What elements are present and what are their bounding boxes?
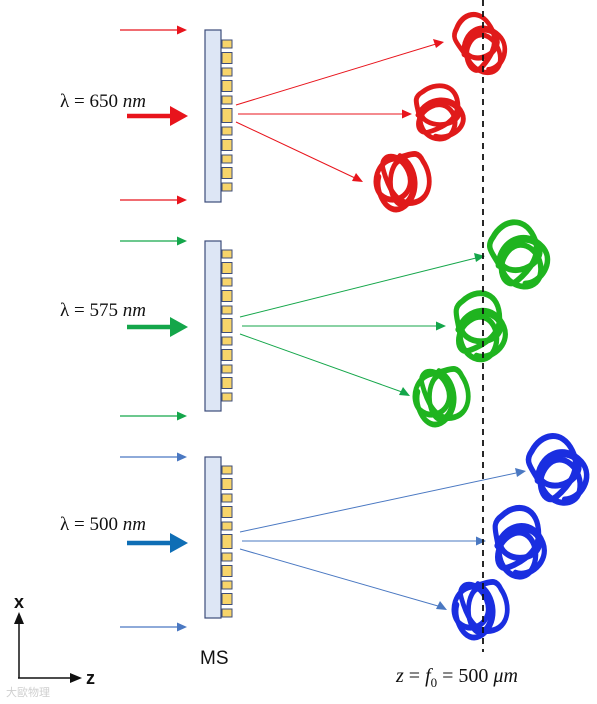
incident-ray-bottom-head	[177, 411, 187, 421]
metasurface-pillar	[221, 349, 233, 361]
metasurface-pillar	[221, 39, 233, 49]
diffracted-ray-up-head	[433, 39, 444, 48]
diffracted-ray-up	[239, 472, 517, 533]
row-650nm: λ = 650 nm	[60, 7, 513, 210]
row-575nm: λ = 575 nm	[60, 215, 555, 425]
metasurface-pillar	[221, 506, 233, 518]
knot-575-middle	[456, 293, 505, 359]
metasurface-pillar	[221, 139, 233, 151]
metasurface-pillar	[221, 580, 233, 590]
metasurface-panel-2	[204, 240, 233, 412]
diffracted-ray-center-head	[436, 321, 446, 331]
knot-575-bottom	[415, 369, 468, 425]
wavelength-label-650: λ = 650 nm	[60, 91, 146, 112]
metasurface-pillar	[221, 249, 233, 259]
metasurface-pillar	[221, 290, 233, 302]
watermark: 大歐物理	[6, 685, 50, 699]
metasurface-pillar	[221, 493, 233, 503]
metasurface-pillar	[221, 377, 233, 389]
knot-650-top	[448, 7, 513, 80]
metasurface-pillar	[221, 608, 233, 618]
knot-650-bottom	[376, 154, 429, 210]
diffracted-ray-down	[239, 333, 403, 393]
wavelength-label-575: λ = 575 nm	[60, 300, 146, 321]
metasurface-pillar	[221, 80, 233, 92]
metasurface-label: MS	[200, 648, 229, 669]
incident-beam-main-head	[170, 533, 188, 553]
metasurface-pillar	[221, 392, 233, 402]
metasurface-pillar	[221, 108, 233, 123]
incident-ray-top-head	[177, 236, 187, 246]
metasurface-pillar	[221, 277, 233, 287]
z-axis-label: z	[86, 668, 95, 688]
metasurface-pillar	[221, 521, 233, 531]
diffracted-ray-down-head	[352, 173, 363, 182]
metasurface-pillar	[221, 593, 233, 605]
incident-beam-main-head	[170, 317, 188, 337]
diffracted-ray-center-head	[402, 109, 412, 119]
knot-500-top	[523, 428, 595, 510]
metasurface-pillar	[221, 465, 233, 475]
wavelength-label-500: λ = 500 nm	[60, 514, 146, 535]
incident-ray-top-head	[177, 452, 187, 462]
metasurface-pillar	[221, 262, 233, 274]
x-axis-label: x	[14, 592, 24, 612]
metasurface-pillar	[221, 167, 233, 179]
knot-500-bottom	[454, 582, 507, 638]
diffracted-ray-down	[239, 548, 439, 607]
metasurface-pillar	[221, 534, 233, 549]
metasurface-pillar	[221, 95, 233, 105]
diffracted-ray-down-head	[399, 387, 410, 396]
incident-beam-main-head	[170, 106, 188, 126]
knot-575-top	[484, 215, 555, 295]
diffracted-ray-up	[239, 257, 477, 318]
diffracted-ray-up	[235, 43, 437, 106]
metasurface-panel-1	[204, 29, 233, 203]
focal-plane-label: z = f0 = 500 μm	[395, 665, 518, 690]
metasurface-pillar	[221, 305, 233, 315]
metasurface-pillar	[221, 364, 233, 374]
diffracted-ray-up-head	[515, 468, 526, 477]
z-axis-arrowhead	[70, 673, 82, 683]
incident-ray-top-head	[177, 25, 187, 35]
metasurface-pillar	[221, 126, 233, 136]
metasurface-pillar	[221, 478, 233, 490]
metasurface-pillar	[221, 52, 233, 64]
metasurface-panel-3	[204, 456, 233, 619]
metasurface-pillar	[221, 336, 233, 346]
metasurface-pillar	[221, 318, 233, 333]
row-500nm: λ = 500 nm	[60, 428, 594, 637]
metasurface-pillar	[221, 552, 233, 562]
coordinate-axes: x z	[14, 592, 95, 688]
diffracted-ray-down	[235, 121, 356, 179]
metasurface-pillar	[221, 182, 233, 192]
metasurface-pillar	[221, 154, 233, 164]
diffracted-ray-down-head	[436, 601, 447, 610]
metasurface-pillar	[221, 67, 233, 77]
incident-ray-bottom-head	[177, 622, 187, 632]
diffracted-ray-center-head	[476, 536, 486, 546]
knot-650-middle	[416, 86, 463, 139]
knot-500-middle	[495, 508, 544, 577]
x-axis-arrowhead	[14, 612, 24, 624]
metasurface-pillar	[221, 565, 233, 577]
incident-ray-bottom-head	[177, 195, 187, 205]
